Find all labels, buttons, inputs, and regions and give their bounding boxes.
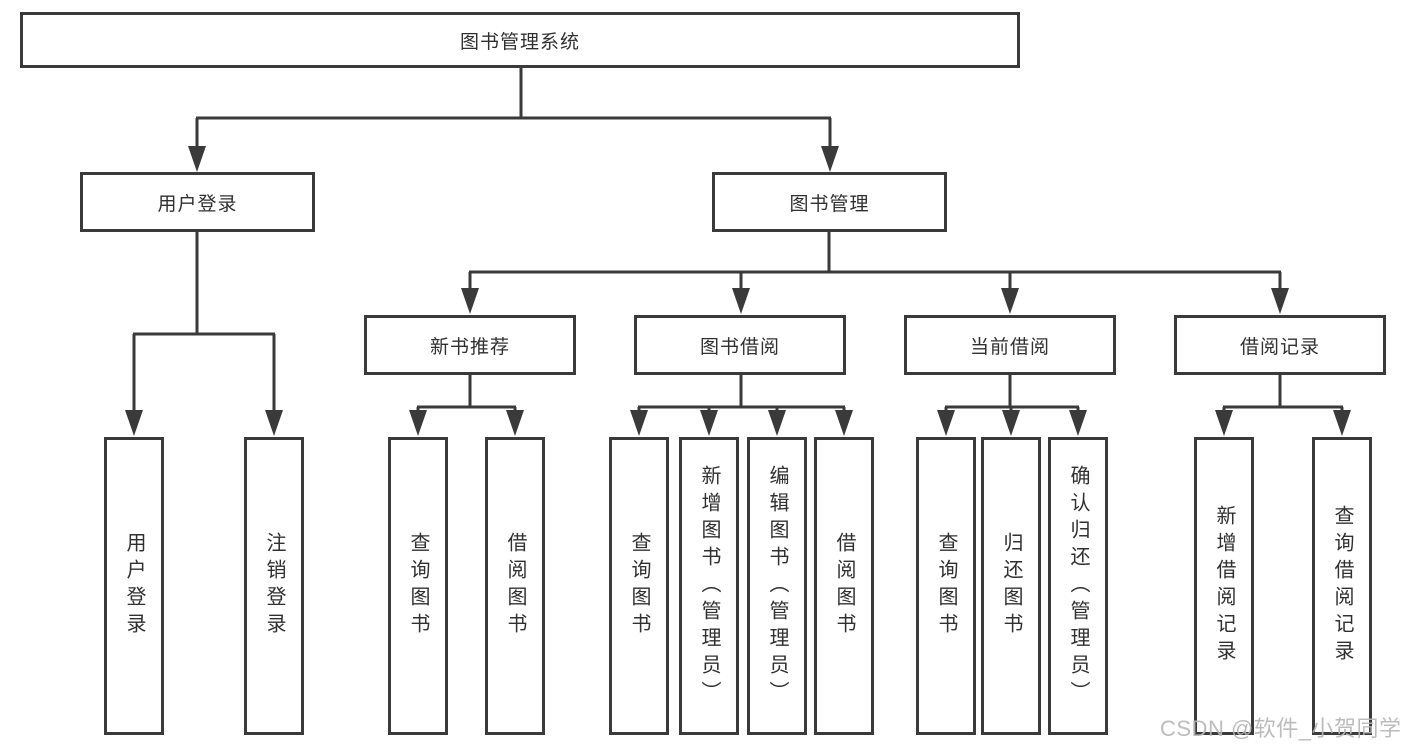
node-root: 图书管理系统: [20, 12, 1020, 68]
leaf-label: 查询图书: [407, 532, 429, 640]
leaf-cb-query-book: 查询图书: [916, 437, 976, 735]
leaf-bb-edit-book: 编辑图书（管理员）: [747, 437, 807, 735]
leaf-br-query-record: 查询借阅记录: [1312, 437, 1372, 735]
leaf-bb-borrow-book: 借阅图书: [814, 437, 874, 735]
node-borrow-records: 借阅记录: [1174, 315, 1386, 375]
leaf-br-add-record: 新增借阅记录: [1194, 437, 1254, 735]
node-new-book-recommend: 新书推荐: [364, 315, 576, 375]
leaf-label: 归还图书: [1000, 532, 1022, 640]
leaf-label: 注销登录: [263, 532, 285, 640]
leaf-nbr-query-book: 查询图书: [388, 437, 448, 735]
csdn-watermark: CSDN @软件_小贺同学: [1160, 716, 1402, 741]
leaf-label: 查询借阅记录: [1331, 505, 1353, 667]
leaf-label: 新增借阅记录: [1213, 505, 1235, 667]
node-book-borrow: 图书借阅: [634, 315, 846, 375]
leaf-label: 借阅图书: [833, 532, 855, 640]
arrowhead-icons: [125, 146, 1351, 436]
leaf-label: 新增图书（管理员）: [698, 464, 720, 708]
leaf-bb-add-book: 新增图书（管理员）: [679, 437, 739, 735]
leaf-cb-return-book: 归还图书: [981, 437, 1041, 735]
leaf-label: 查询图书: [935, 532, 957, 640]
leaf-user-login: 用户登录: [104, 437, 164, 735]
node-book-management: 图书管理: [712, 172, 947, 232]
leaf-cb-confirm-return: 确认归还（管理员）: [1048, 437, 1108, 735]
leaf-label: 确认归还（管理员）: [1067, 464, 1089, 708]
leaf-logout: 注销登录: [244, 437, 304, 735]
leaf-nbr-borrow-book: 借阅图书: [485, 437, 545, 735]
leaf-label: 编辑图书（管理员）: [766, 464, 788, 708]
leaf-label: 借阅图书: [504, 532, 526, 640]
leaf-label: 查询图书: [628, 532, 650, 640]
node-current-borrow: 当前借阅: [904, 315, 1116, 375]
node-user-login: 用户登录: [80, 172, 315, 232]
leaf-label: 用户登录: [123, 532, 145, 640]
leaf-bb-query-book: 查询图书: [609, 437, 669, 735]
